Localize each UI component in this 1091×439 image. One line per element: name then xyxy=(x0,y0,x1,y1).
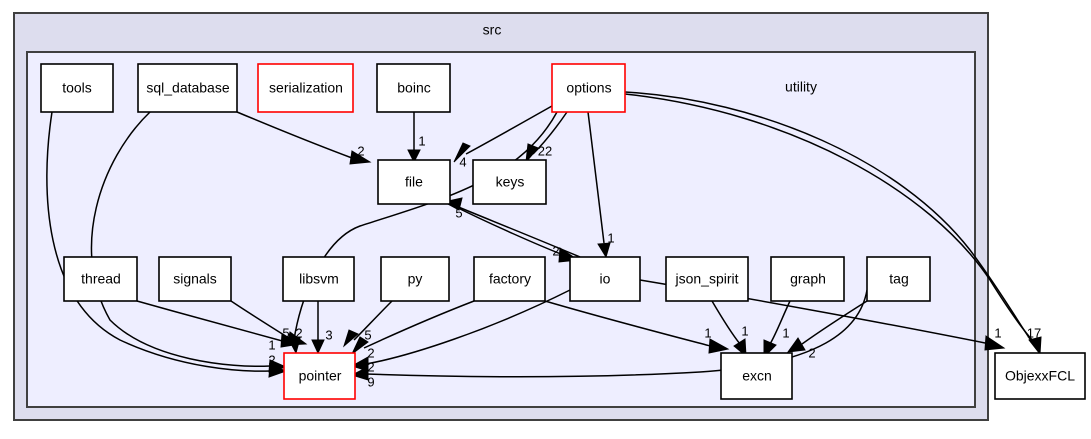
edge-label-tag-excn: 2 xyxy=(808,345,815,360)
edge-io-pointer: 2 xyxy=(350,289,571,374)
node-pointer-label: pointer xyxy=(299,368,342,384)
edge-label-io-ObjexxFCL: 1 xyxy=(994,325,1001,340)
node-ObjexxFCL[interactable]: ObjexxFCL xyxy=(994,352,1086,400)
node-sql_database[interactable]: sql_database xyxy=(137,63,238,113)
edge-label-py-pointer: 5 xyxy=(364,327,371,342)
edge-label-options-keys: 22 xyxy=(538,143,552,158)
node-io[interactable]: io xyxy=(569,256,641,302)
edge-label-graph-excn: 1 xyxy=(782,325,789,340)
edge-label-json_spirit-excn: 1 xyxy=(741,323,748,338)
node-signals-label: signals xyxy=(173,271,217,287)
node-py[interactable]: py xyxy=(380,256,450,302)
edge-factory-pointer: 2 xyxy=(351,300,475,360)
edge-label-factory-pointer: 2 xyxy=(367,345,374,360)
node-serialization-label: serialization xyxy=(269,80,343,96)
edge-tag-pointer: 9 xyxy=(350,289,868,389)
node-factory-label: factory xyxy=(489,271,531,287)
node-serialization[interactable]: serialization xyxy=(257,63,354,113)
cluster-utility-label: utility xyxy=(785,79,817,95)
edge-factory-excn: 1 xyxy=(544,300,730,354)
node-io-label: io xyxy=(600,271,611,287)
edge-label-options-pointer: 5 xyxy=(282,325,289,340)
edge-label-io-pointer: 2 xyxy=(367,359,374,374)
edge-label-options-file: 4 xyxy=(459,154,466,169)
node-tools-label: tools xyxy=(62,80,92,96)
edge-label-options-ObjexxFCL: 17 xyxy=(1027,325,1041,340)
edge-libsvm-pointer: 3 xyxy=(311,301,333,355)
node-pointer[interactable]: pointer xyxy=(283,352,356,400)
node-keys-label: keys xyxy=(496,174,525,190)
edge-label-tag-pointer: 9 xyxy=(367,374,374,389)
edge-label-libsvm-pointer: 3 xyxy=(325,327,332,342)
node-json_spirit-label: json_spirit xyxy=(674,271,738,287)
node-libsvm[interactable]: libsvm xyxy=(282,256,355,302)
edge-label-sql_database-file: 2 xyxy=(357,143,364,158)
node-py-label: py xyxy=(408,271,423,287)
edge-label-factory-excn: 1 xyxy=(704,325,711,340)
node-tag[interactable]: tag xyxy=(866,256,931,302)
node-thread-label: thread xyxy=(81,271,121,287)
edge-label-tools-pointer: 2 xyxy=(268,352,275,367)
edge-label-boinc-file: 1 xyxy=(418,133,425,148)
edge-json_spirit-excn: 1 xyxy=(711,300,749,358)
node-json_spirit[interactable]: json_spirit xyxy=(665,256,749,302)
cluster-src-label: src xyxy=(483,22,502,38)
edge-layer: 2 1 4 22 xyxy=(46,91,1042,389)
node-signals[interactable]: signals xyxy=(158,256,232,302)
edge-options-file: 4 xyxy=(453,105,553,169)
node-factory[interactable]: factory xyxy=(473,256,546,302)
edge-signals-pointer xyxy=(230,300,308,346)
node-excn[interactable]: excn xyxy=(720,352,793,400)
node-tools[interactable]: tools xyxy=(40,63,114,113)
node-tag-label: tag xyxy=(889,271,908,287)
edge-py-pointer: 5 xyxy=(343,300,393,348)
edge-tools-pointer: 2 xyxy=(46,111,288,378)
edge-options-keys: 22 xyxy=(525,111,568,164)
node-file[interactable]: file xyxy=(377,159,451,205)
edge-tag-excn: 2 xyxy=(786,300,868,360)
edge-label-options-io: 1 xyxy=(607,230,614,245)
node-graph[interactable]: graph xyxy=(770,256,845,302)
node-libsvm-label: libsvm xyxy=(299,271,339,287)
edge-label-thread-pointer: 2 xyxy=(295,325,302,340)
node-options[interactable]: options xyxy=(551,63,626,113)
node-ObjexxFCL-label: ObjexxFCL xyxy=(1005,368,1075,384)
node-graph-label: graph xyxy=(790,271,826,287)
edge-sql_database-file: 2 xyxy=(236,111,372,165)
edge-options-io: 1 xyxy=(587,111,615,259)
edge-label-file-io: 2 xyxy=(552,243,559,258)
edge-options-ObjexxFCL: 17 xyxy=(624,91,1042,356)
node-boinc-label: boinc xyxy=(397,80,430,96)
node-file-label: file xyxy=(405,174,423,190)
node-keys[interactable]: keys xyxy=(472,159,547,205)
node-layer: tools sql_database serialization boinc o… xyxy=(40,63,1086,400)
edge-label-sql_database-pointer: 1 xyxy=(268,337,275,352)
node-options-label: options xyxy=(566,80,611,96)
node-sql_database-label: sql_database xyxy=(146,80,230,96)
edge-label-io-file: 5 xyxy=(455,205,462,220)
node-excn-label: excn xyxy=(742,368,772,384)
node-boinc[interactable]: boinc xyxy=(376,63,451,113)
node-thread[interactable]: thread xyxy=(63,256,138,302)
edge-boinc-file: 1 xyxy=(407,112,426,164)
